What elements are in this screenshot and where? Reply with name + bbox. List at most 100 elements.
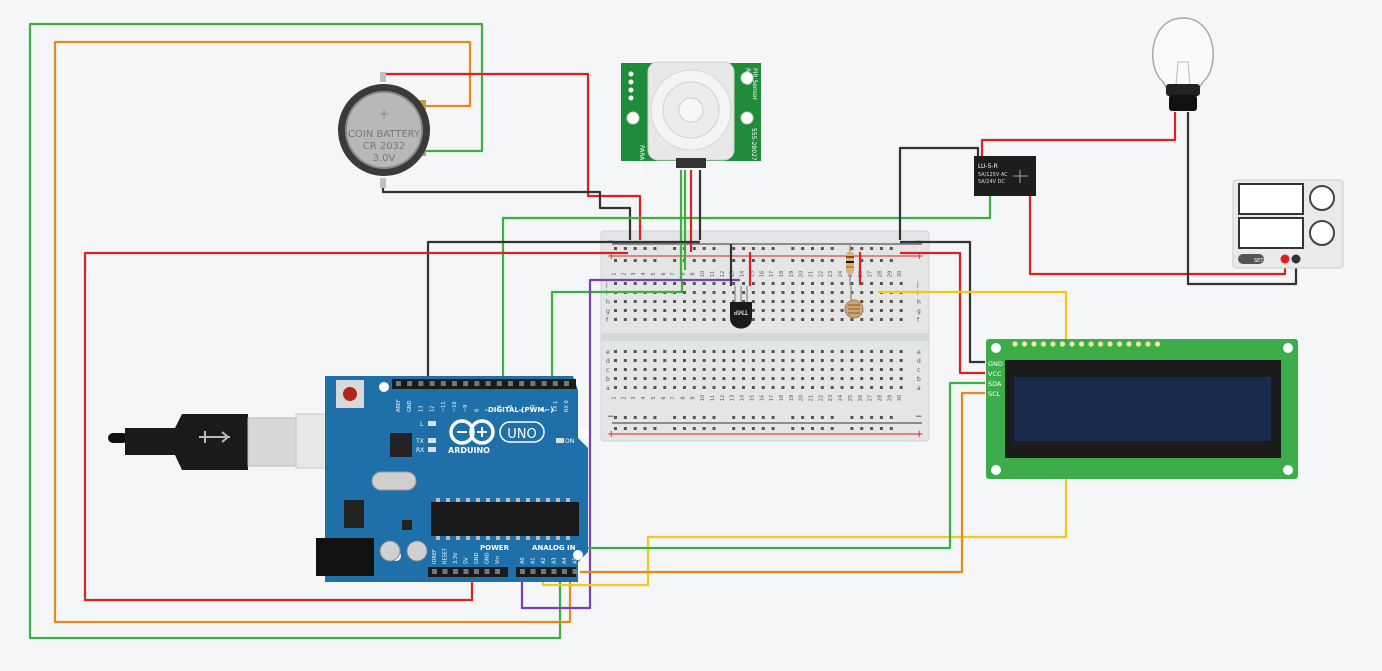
breadboard-hole[interactable]	[742, 300, 746, 303]
breadboard-hole[interactable]	[692, 282, 696, 285]
breadboard-hole[interactable]	[840, 291, 844, 294]
breadboard-hole[interactable]	[801, 386, 805, 389]
breadboard-hole[interactable]	[673, 318, 677, 321]
breadboard-hole[interactable]	[712, 416, 716, 419]
breadboard-hole[interactable]	[820, 427, 824, 430]
breadboard-hole[interactable]	[860, 300, 864, 303]
breadboard-hole[interactable]	[811, 309, 814, 312]
breadboard-hole[interactable]	[722, 309, 726, 312]
breadboard-hole[interactable]	[820, 291, 824, 294]
breadboard-hole[interactable]	[781, 350, 785, 353]
analog-pin-hole[interactable]	[572, 569, 578, 574]
breadboard-hole[interactable]	[702, 282, 706, 285]
breadboard-hole[interactable]	[722, 386, 726, 389]
wire-black-lcd-gnd[interactable]	[900, 240, 985, 364]
breadboard-hole[interactable]	[889, 427, 893, 430]
breadboard-hole[interactable]	[623, 318, 627, 321]
breadboard-hole[interactable]	[742, 247, 746, 250]
coin-battery[interactable]: + COIN BATTERY CR 2032 3.0V	[338, 72, 430, 188]
breadboard-hole[interactable]	[889, 386, 893, 389]
breadboard-hole[interactable]	[870, 427, 874, 430]
breadboard-hole[interactable]	[732, 377, 736, 380]
breadboard-hole[interactable]	[623, 377, 627, 380]
breadboard-hole[interactable]	[663, 318, 667, 321]
wires[interactable]	[28, 22, 1298, 640]
breadboard-hole[interactable]	[781, 291, 785, 294]
breadboard-hole[interactable]	[653, 359, 657, 362]
breadboard-hole[interactable]	[673, 282, 677, 285]
breadboard-hole[interactable]	[653, 416, 657, 419]
power-supply[interactable]: SET	[1232, 179, 1344, 269]
breadboard-hole[interactable]	[614, 386, 617, 389]
digital-pin-hole[interactable]	[541, 381, 547, 386]
breadboard-hole[interactable]	[692, 318, 696, 321]
psu-negative-terminal[interactable]	[1291, 254, 1301, 264]
breadboard-hole[interactable]	[712, 291, 716, 294]
breadboard-hole[interactable]	[791, 368, 795, 371]
breadboard-hole[interactable]	[633, 259, 637, 262]
breadboard-hole[interactable]	[633, 247, 637, 250]
breadboard-hole[interactable]	[702, 300, 706, 303]
breadboard-hole[interactable]	[801, 318, 805, 321]
breadboard-hole[interactable]	[761, 282, 765, 285]
digital-pin-hole[interactable]	[474, 381, 480, 386]
breadboard-hole[interactable]	[732, 416, 736, 419]
breadboard-hole[interactable]	[791, 427, 795, 430]
breadboard-hole[interactable]	[781, 377, 785, 380]
breadboard-hole[interactable]	[673, 368, 677, 371]
wire-black-gnd[interactable]	[426, 240, 700, 382]
breadboard-hole[interactable]	[732, 350, 736, 353]
breadboard-hole[interactable]	[751, 247, 755, 250]
breadboard-hole[interactable]	[889, 318, 893, 321]
wire-black-bulb-psu[interactable]	[1186, 112, 1298, 286]
power-pin-hole[interactable]	[442, 569, 448, 574]
breadboard-hole[interactable]	[633, 377, 637, 380]
breadboard-hole[interactable]	[830, 386, 834, 389]
power-pin-hole[interactable]	[474, 569, 479, 574]
breadboard-hole[interactable]	[682, 318, 686, 321]
photoresistor[interactable]	[844, 286, 864, 319]
breadboard-hole[interactable]	[830, 247, 834, 250]
breadboard-hole[interactable]	[899, 386, 903, 389]
breadboard-hole[interactable]	[889, 247, 893, 250]
breadboard-hole[interactable]	[820, 350, 824, 353]
breadboard-hole[interactable]	[633, 359, 637, 362]
breadboard-hole[interactable]	[899, 377, 903, 380]
breadboard-hole[interactable]	[811, 247, 814, 250]
breadboard-hole[interactable]	[811, 318, 814, 321]
breadboard-hole[interactable]	[623, 309, 627, 312]
breadboard-hole[interactable]	[663, 300, 667, 303]
breadboard-hole[interactable]	[761, 416, 765, 419]
breadboard-hole[interactable]	[820, 386, 824, 389]
breadboard-hole[interactable]	[820, 247, 824, 250]
breadboard-hole[interactable]	[643, 300, 647, 303]
breadboard-hole[interactable]	[801, 259, 805, 262]
breadboard-hole[interactable]	[682, 427, 686, 430]
breadboard-hole[interactable]	[702, 309, 706, 312]
breadboard-hole[interactable]	[663, 368, 667, 371]
breadboard-hole[interactable]	[653, 318, 657, 321]
breadboard-hole[interactable]	[643, 386, 647, 389]
breadboard-hole[interactable]	[830, 368, 834, 371]
breadboard-hole[interactable]	[820, 318, 824, 321]
breadboard-hole[interactable]	[751, 359, 755, 362]
breadboard-hole[interactable]	[663, 386, 667, 389]
breadboard-hole[interactable]	[761, 427, 765, 430]
breadboard-hole[interactable]	[751, 259, 755, 262]
power-pin-hole[interactable]	[495, 569, 500, 574]
breadboard-hole[interactable]	[761, 318, 765, 321]
resistor[interactable]	[846, 244, 854, 286]
breadboard-hole[interactable]	[653, 377, 657, 380]
breadboard-hole[interactable]	[633, 318, 637, 321]
breadboard-hole[interactable]	[761, 309, 765, 312]
breadboard[interactable]: 1122334455667788991010111112121313141415…	[600, 230, 930, 442]
breadboard-hole[interactable]	[860, 416, 864, 419]
breadboard-hole[interactable]	[830, 300, 834, 303]
breadboard-hole[interactable]	[870, 309, 874, 312]
breadboard-hole[interactable]	[840, 300, 844, 303]
breadboard-hole[interactable]	[623, 416, 627, 419]
breadboard-hole[interactable]	[751, 350, 755, 353]
breadboard-hole[interactable]	[771, 282, 775, 285]
breadboard-hole[interactable]	[771, 386, 775, 389]
breadboard-hole[interactable]	[840, 377, 844, 380]
